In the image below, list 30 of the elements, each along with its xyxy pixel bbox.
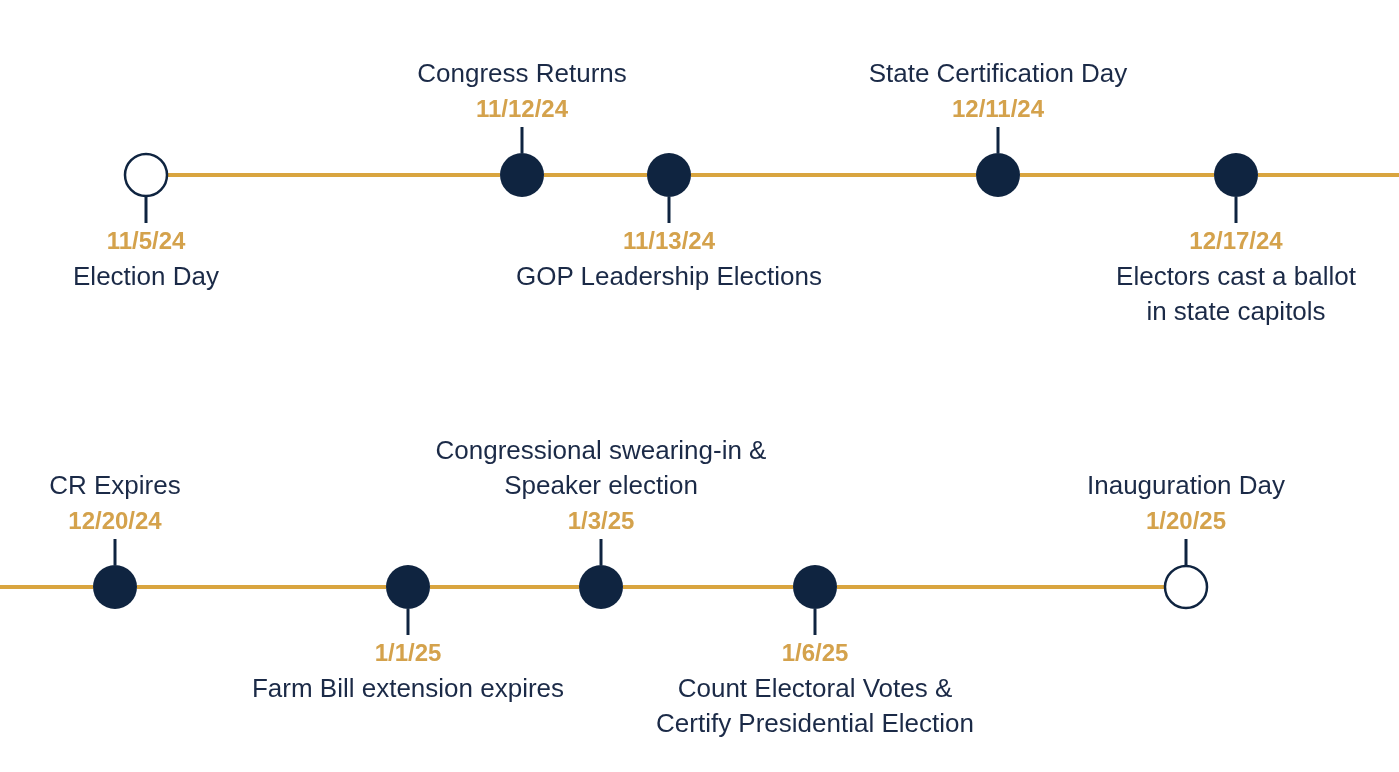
event-label: Count Electoral Votes & Certify Presidential Election xyxy=(655,672,975,740)
event-date: 1/3/25 xyxy=(567,506,635,536)
timeline-line xyxy=(544,173,647,177)
event-date: 12/17/24 xyxy=(1189,226,1283,256)
event-date: 11/12/24 xyxy=(475,94,569,124)
timeline-line xyxy=(691,173,976,177)
event-label: CR Expires xyxy=(49,469,181,502)
event-label: Congress Returns xyxy=(417,57,627,90)
event-label: Congressional swearing-in & Speaker election xyxy=(434,434,768,502)
event-date: 12/20/24 xyxy=(68,506,162,536)
event-label: State Certification Day xyxy=(868,57,1128,90)
timeline-line xyxy=(168,173,500,177)
event-date: 1/1/25 xyxy=(374,638,442,668)
timeline-line xyxy=(0,585,93,589)
event-label: Farm Bill extension expires xyxy=(251,672,565,705)
event-date: 1/20/25 xyxy=(1145,506,1227,536)
timeline-line xyxy=(430,585,579,589)
event-date: 11/5/24 xyxy=(106,226,186,256)
event-label: Inauguration Day xyxy=(1087,469,1285,502)
event-label: Electors cast a ballot in state capitols xyxy=(1115,260,1357,328)
event-date: 11/13/24 xyxy=(622,226,716,256)
timeline-line xyxy=(137,585,386,589)
event-label: GOP Leadership Elections xyxy=(516,260,822,293)
timeline-line xyxy=(837,585,1164,589)
event-label: Election Day xyxy=(73,260,219,293)
event-date: 12/11/24 xyxy=(951,94,1045,124)
event-date: 1/6/25 xyxy=(781,638,849,668)
timeline-line xyxy=(1020,173,1214,177)
timeline-line xyxy=(623,585,793,589)
timeline-line xyxy=(1258,173,1399,177)
